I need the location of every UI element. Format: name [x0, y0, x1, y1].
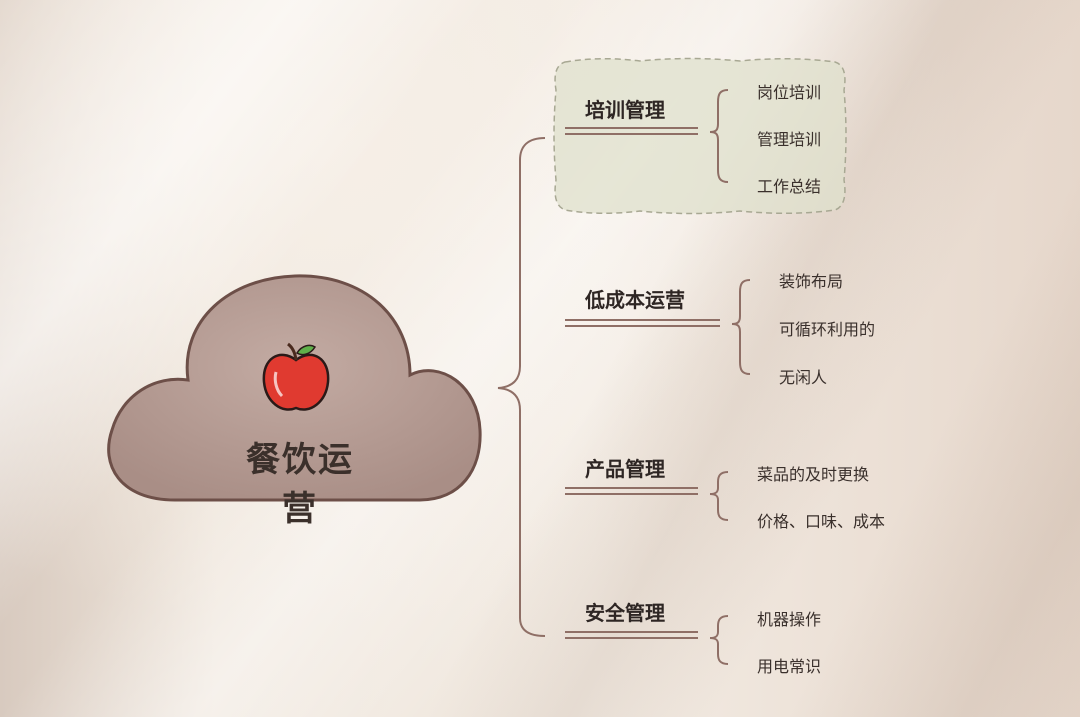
branch-title-low-cost: 低成本运营 [585, 288, 685, 312]
leaf-bracket-2 [731, 279, 751, 375]
leaf-item: 价格、口味、成本 [757, 512, 886, 531]
leaf-item: 装饰布局 [779, 272, 844, 291]
branch-title-safety: 安全管理 [585, 601, 665, 625]
leaf-item: 管理培训 [757, 130, 822, 149]
branch-underline-3 [565, 487, 698, 495]
leaf-bracket-4 [709, 615, 729, 665]
leaf-item: 无闲人 [779, 368, 828, 387]
branch-underline-1 [565, 127, 698, 135]
leaf-item: 用电常识 [757, 657, 822, 676]
root-connector [497, 137, 546, 637]
root-title: 餐饮运营 [246, 440, 354, 529]
leaf-item: 工作总结 [757, 177, 822, 196]
branch-underline-2 [565, 319, 720, 327]
leaf-item: 可循环利用的 [779, 320, 876, 339]
leaf-item: 菜品的及时更换 [757, 465, 870, 484]
branch-underline-4 [565, 631, 698, 639]
leaf-item: 机器操作 [757, 610, 822, 629]
highlight-box [553, 57, 847, 215]
apple-icon [262, 342, 330, 411]
branch-title-training: 培训管理 [585, 98, 665, 122]
leaf-bracket-3 [709, 471, 729, 521]
leaf-bracket-1 [709, 89, 729, 183]
leaf-item: 岗位培训 [757, 83, 822, 102]
branch-title-product: 产品管理 [585, 457, 665, 481]
